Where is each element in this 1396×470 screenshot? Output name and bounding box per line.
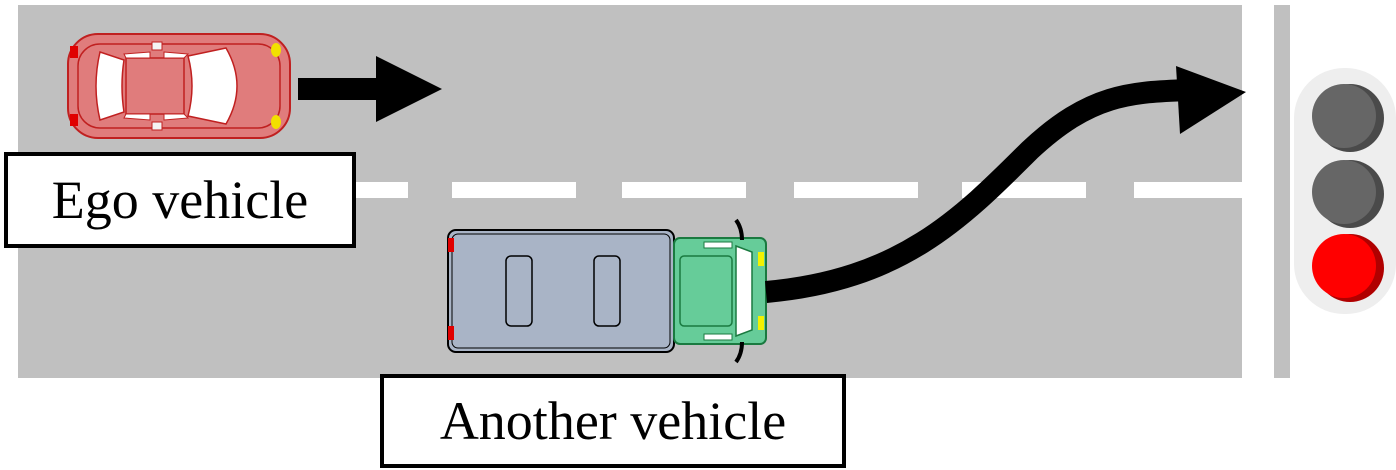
traffic-light-icon (1294, 68, 1396, 314)
lane-divider (18, 182, 1242, 198)
truck-icon (447, 218, 767, 364)
ego-vehicle-label: Ego vehicle (4, 152, 356, 248)
another-vehicle-label: Another vehicle (380, 374, 846, 468)
ego-car-icon (67, 33, 291, 139)
stop-line (1242, 5, 1274, 378)
lane-change-arrow (765, 66, 1246, 303)
ego-straight-arrow (298, 56, 442, 122)
